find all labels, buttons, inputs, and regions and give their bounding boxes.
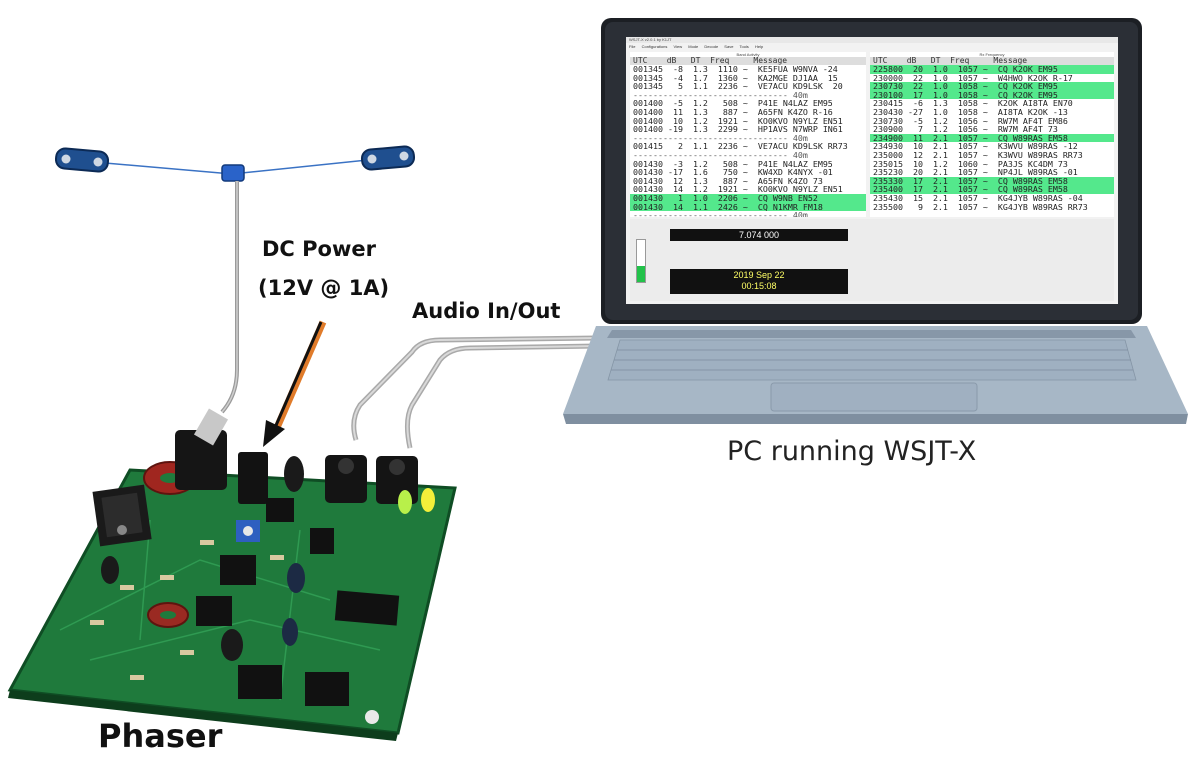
bnc-connector xyxy=(175,408,229,490)
decode-row[interactable]: 001430 -3 1.2 508 ~ P41E N4LAZ EM95 xyxy=(633,159,833,169)
decode-row[interactable]: 235430 15 2.1 1057 ~ KG4JYB W89RAS -04 xyxy=(873,193,1083,203)
decode-row[interactable]: 230100 17 1.0 1058 ~ CQ K2OK EM95 xyxy=(870,90,1114,100)
band-separator: ------------------------------- 40m xyxy=(633,211,808,217)
ic-chip-2 xyxy=(220,555,256,585)
ic-chip-5 xyxy=(238,665,282,699)
menu-view[interactable]: View xyxy=(673,44,683,49)
dc-jack xyxy=(238,452,268,504)
ic-chip-6 xyxy=(305,672,349,706)
ic-chip-4 xyxy=(196,596,232,626)
band-separator: ------------------------------- 40m xyxy=(633,90,808,100)
decode-row[interactable]: 234930 10 2.1 1057 ~ K3WVU W89RAS -12 xyxy=(873,142,1078,151)
capacitor-2 xyxy=(287,563,305,593)
menu-decode[interactable]: Decode xyxy=(704,44,719,49)
decode-row[interactable]: 235400 17 2.1 1057 ~ CQ W89RAS EM58 xyxy=(870,185,1114,194)
decode-row[interactable]: 234900 11 2.1 1057 ~ CQ W89RAS EM58 xyxy=(870,133,1114,143)
decode-row[interactable]: 235230 20 2.1 1057 ~ NP4JL W89RAS -01 xyxy=(873,168,1078,177)
signal-meter xyxy=(636,239,646,283)
dc-power-label: DC Power xyxy=(262,237,376,261)
dc-power-spec-label: (12V @ 1A) xyxy=(258,276,390,300)
menu-help[interactable]: Help xyxy=(754,44,764,49)
ic-chip xyxy=(266,498,294,522)
capacitor xyxy=(284,456,304,492)
date-readout: 2019 Sep 22 xyxy=(733,270,785,280)
menu-tools[interactable]: Tools xyxy=(739,44,749,49)
menu-configurations[interactable]: Configurations xyxy=(641,44,668,49)
decode-row[interactable]: 230000 22 1.0 1057 ~ W4HWO K2OK R-17 xyxy=(873,73,1073,83)
trackpad xyxy=(770,382,978,412)
band-activity-pane[interactable]: Band Activity UTC dB DT Freq Message 001… xyxy=(630,52,866,217)
antenna-insulator-right xyxy=(360,145,416,171)
band-separator: ------------------------------- 40m xyxy=(633,150,808,160)
decode-row[interactable]: 230900 7 1.2 1056 ~ RW7M AF4T 73 xyxy=(873,125,1058,134)
decode-row[interactable]: 001430 14 1.2 1921 ~ KO0KVO N9YLZ EN51 xyxy=(633,185,843,194)
control-panel: 7.074 000 2019 Sep 22 00:15:08 xyxy=(630,219,1114,301)
menu-save[interactable]: Save xyxy=(724,44,734,49)
led-green xyxy=(398,490,412,514)
band-separator: ------------------------------- 40m xyxy=(633,133,808,143)
decode-row[interactable]: 001345 5 1.1 2236 ~ VE7ACU KD9LSK 20 xyxy=(633,82,843,91)
decode-row[interactable]: 001400 11 1.3 887 ~ A65FN K4ZO R-16 xyxy=(633,107,833,117)
menu-mode[interactable]: Mode xyxy=(688,44,699,49)
band-activity-title: Band Activity xyxy=(736,52,760,57)
pc-label: PC running WSJT-X xyxy=(727,436,977,467)
capacitor-4 xyxy=(221,629,243,661)
rx-frequency-header: UTC dB DT Freq Message xyxy=(870,57,1114,65)
decode-row[interactable]: 235500 9 2.1 1057 ~ KG4JYB W89RAS RR73 xyxy=(873,202,1088,212)
decode-row[interactable]: 235015 10 1.2 1060 ~ PA3JS KC4DM 73 xyxy=(873,159,1068,169)
date-time-display: 2019 Sep 22 00:15:08 xyxy=(670,269,848,294)
band-activity-header: UTC dB DT Freq Message xyxy=(630,57,866,65)
audio-label: Audio In/Out xyxy=(412,299,561,323)
decode-row[interactable]: 001400 10 1.2 1921 ~ KO0KVO N9YLZ EN51 xyxy=(633,116,843,126)
decode-row[interactable]: 230430 -27 1.0 1058 ~ AI8TA K2OK -13 xyxy=(873,107,1068,117)
rx-frequency-pane[interactable]: Rx Frequency UTC dB DT Freq Message 2258… xyxy=(870,52,1114,217)
decode-row[interactable]: 001400 -19 1.3 2299 ~ HP1AVS N7WRP IN61 xyxy=(633,125,843,134)
capacitor-5 xyxy=(101,556,119,584)
rx-frequency-title: Rx Frequency xyxy=(979,52,1005,57)
audio-cables xyxy=(351,335,599,449)
dipole-antenna xyxy=(54,145,416,414)
power-arrow xyxy=(263,320,327,447)
ic-chip-7 xyxy=(310,528,334,554)
time-readout: 00:15:08 xyxy=(741,281,777,291)
decode-row[interactable]: 001430 12 1.3 887 ~ A65FN K4ZO 73 xyxy=(633,176,823,186)
decode-row[interactable]: 001430 -17 1.6 750 ~ KW4XD K4NYX -01 xyxy=(633,168,833,177)
audio-jack-1 xyxy=(325,455,367,503)
decode-row[interactable]: 225800 20 1.0 1057 ~ CQ K2OK EM95 xyxy=(870,65,1114,74)
phaser-label: Phaser xyxy=(98,717,223,755)
capacitor-3 xyxy=(282,618,298,646)
menu-file[interactable]: File xyxy=(629,44,636,49)
decode-row[interactable]: 001415 2 1.1 2236 ~ VE7ACU KD9LSK RR73 xyxy=(633,142,848,151)
voltage-regulator xyxy=(92,484,152,547)
phaser-board xyxy=(7,408,457,741)
decode-row[interactable]: 001345 -4 1.7 1360 ~ KA2MGE DJ1AA 15 xyxy=(633,73,838,83)
wsjtx-window: WSJT-X v2.0.1 by K1JT File Configuration… xyxy=(626,37,1118,304)
decode-row[interactable]: 230730 -5 1.2 1056 ~ RW7M AF4T EM86 xyxy=(873,116,1068,126)
antenna-feedpoint xyxy=(221,164,245,182)
window-title: WSJT-X v2.0.1 by K1JT xyxy=(626,37,1118,43)
led-yellow xyxy=(421,488,435,512)
decode-row[interactable]: 001430 1 1.0 2206 ~ CQ W9NB EN52 xyxy=(630,193,866,203)
decode-row[interactable]: 001345 -8 1.3 1110 ~ KE5FUA W9NVA -24 xyxy=(633,65,838,74)
frequency-display: 7.074 000 xyxy=(670,229,848,241)
menu-bar: File Configurations View Mode Decode Sav… xyxy=(626,43,1118,50)
ic-chip-3 xyxy=(334,590,400,626)
decode-row[interactable]: 001430 14 1.1 2426 ~ CQ N1KMR FM18 xyxy=(630,202,866,212)
decode-row[interactable]: 230415 -6 1.3 1058 ~ K2OK AI8TA EN70 xyxy=(873,99,1073,108)
decode-row[interactable]: 001400 -5 1.2 508 ~ P41E N4LAZ EM95 xyxy=(633,99,833,108)
decode-row[interactable]: 235330 17 2.1 1057 ~ CQ W89RAS EM58 xyxy=(870,176,1114,186)
decode-row[interactable]: 235000 12 2.1 1057 ~ K3WVU W89RAS RR73 xyxy=(873,150,1083,160)
decode-row[interactable]: 230730 22 1.0 1058 ~ CQ K2OK EM95 xyxy=(870,82,1114,91)
antenna-insulator-left xyxy=(54,147,110,173)
coax-cable xyxy=(220,181,239,414)
